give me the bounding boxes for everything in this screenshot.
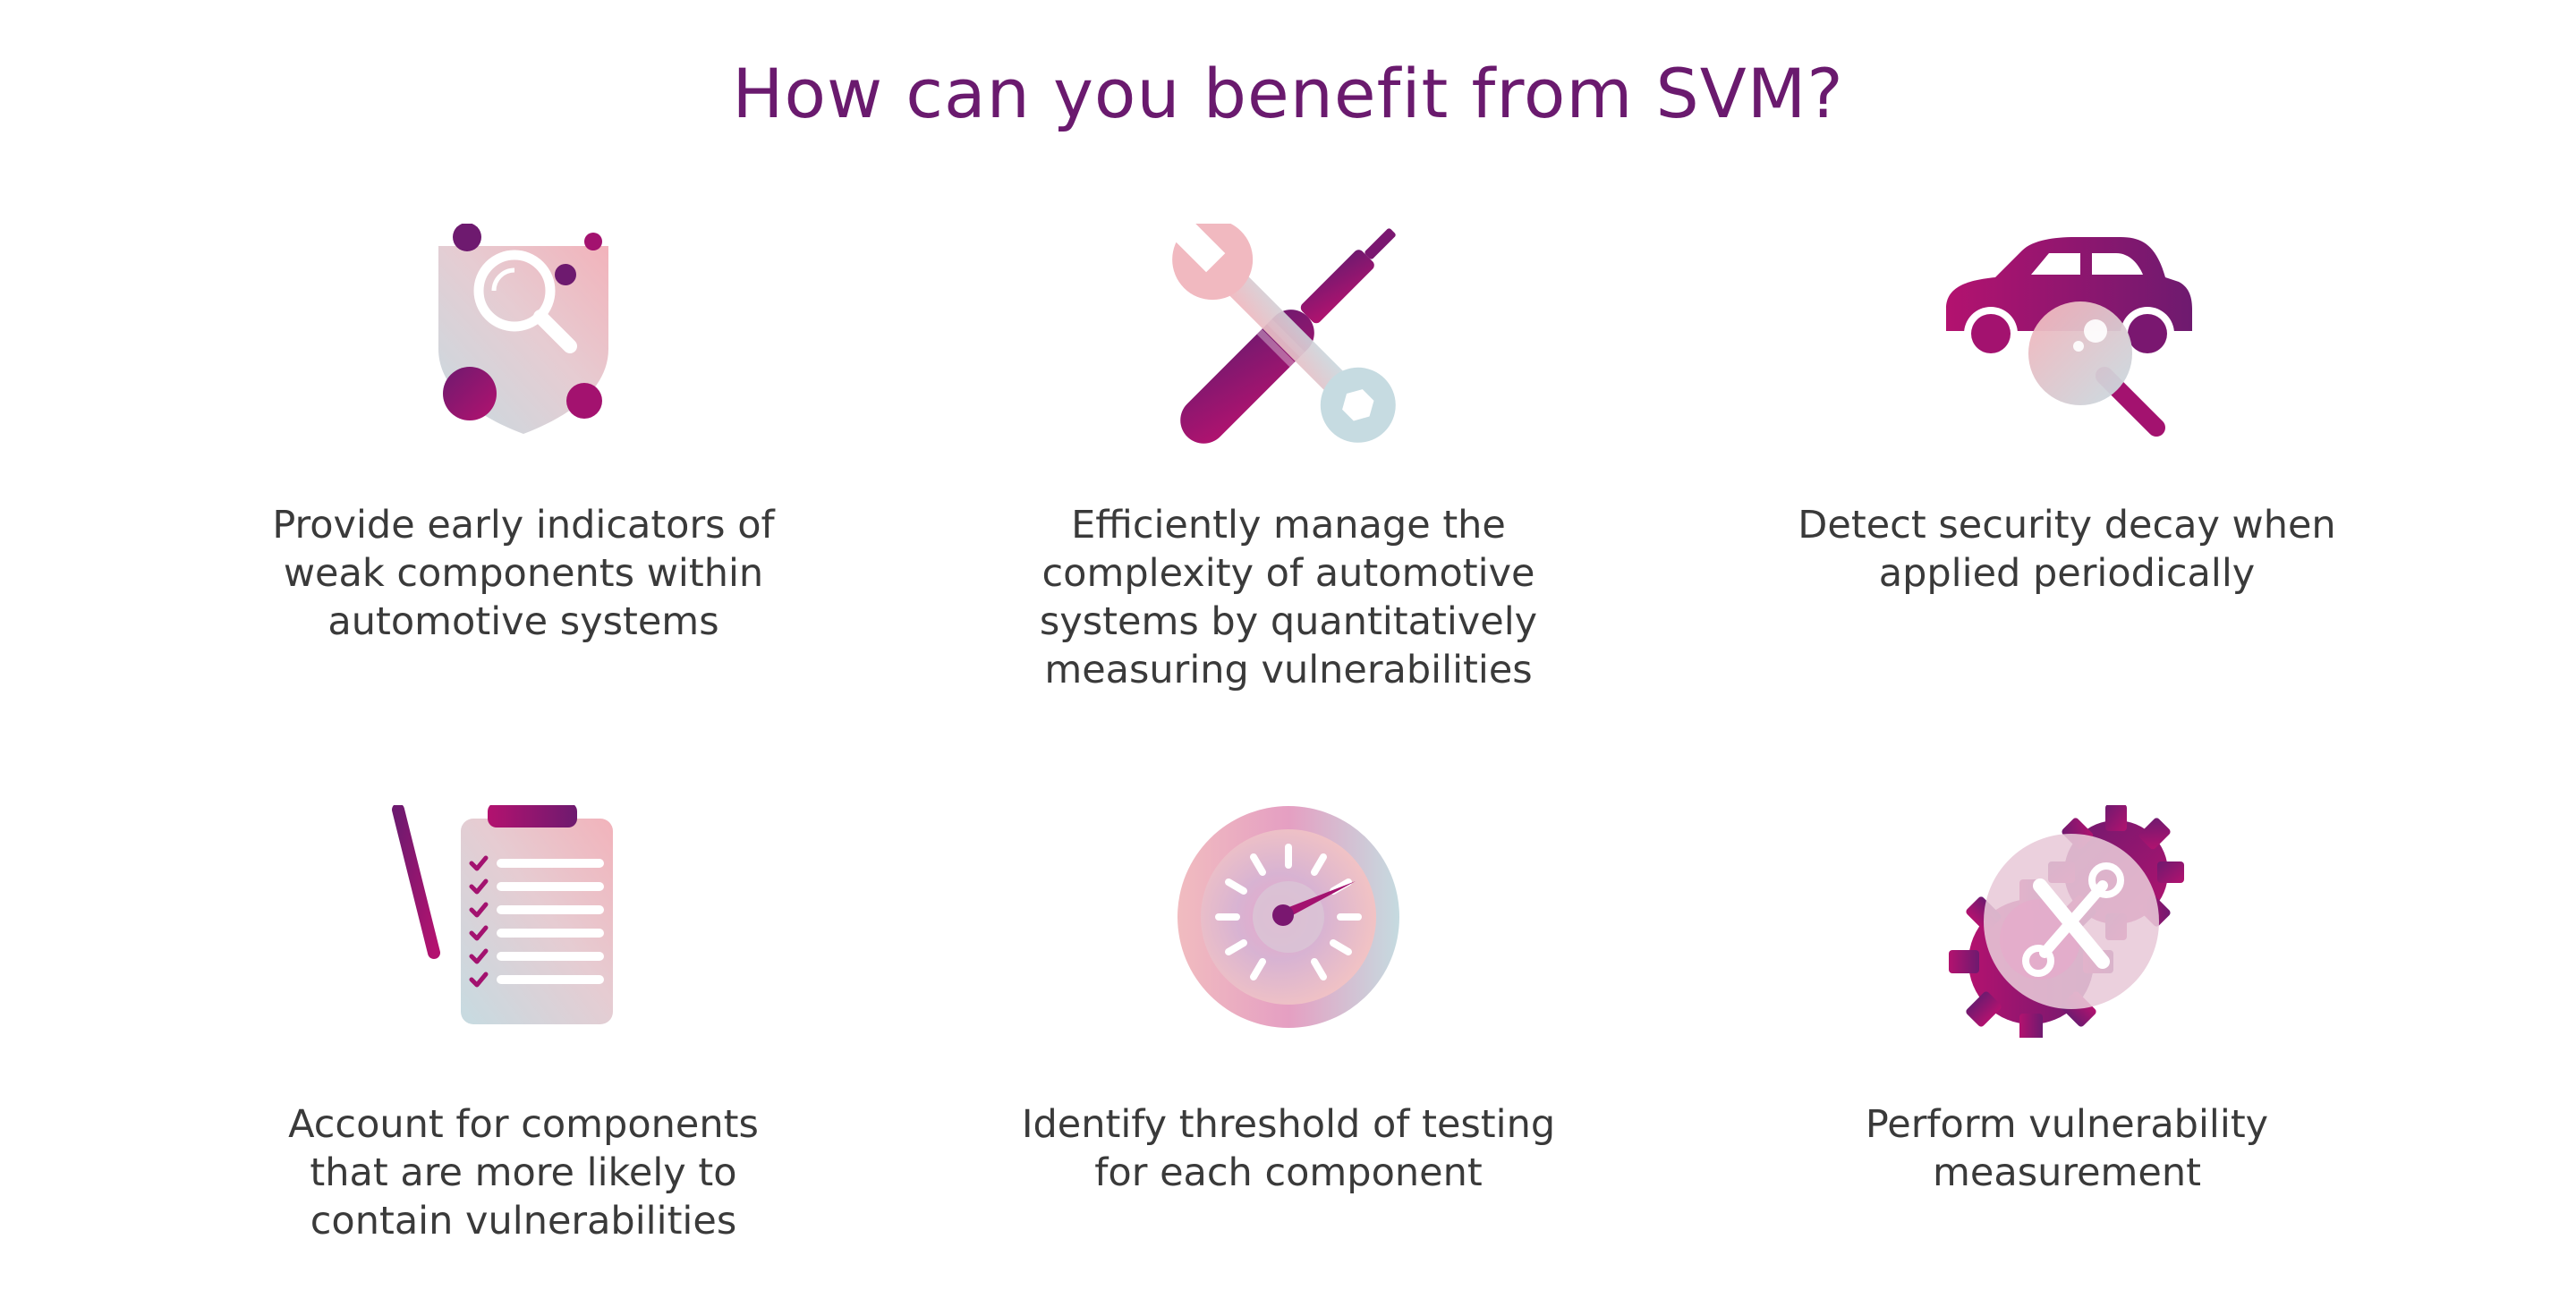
benefit-manage-complexity: Efficiently manage the complexity of aut… [948,215,1628,707]
clipboard-checklist-icon [183,802,863,1033]
page-title: How can you benefit from SVM? [732,54,1844,133]
benefit-caption: Perform vulnerability measurement [1865,1102,2269,1195]
wrench-screwdriver-icon [948,215,1628,461]
benefit-testing-threshold: Identify threshold of testing for each c… [948,805,1628,1199]
speedometer-gauge-icon [948,805,1628,1042]
shield-magnifier-icon [183,223,863,443]
benefit-caption: Provide early indicators of weak compone… [272,503,775,644]
benefit-caption: Account for components that are more lik… [288,1102,759,1243]
benefit-security-decay: Detect security decay when applied perio… [1727,224,2407,608]
car-magnifier-icon [1727,224,2407,461]
gear-tools-icon [1727,804,2407,1044]
benefit-caption: Efficiently manage the complexity of aut… [1039,503,1538,692]
benefit-likely-vulnerable: Account for components that are more lik… [183,802,863,1252]
benefit-early-indicators: Provide early indicators of weak compone… [183,223,863,653]
benefit-caption: Detect security decay when applied perio… [1798,503,2336,596]
benefit-vulnerability-measurement: Perform vulnerability measurement [1727,804,2407,1199]
benefit-caption: Identify threshold of testing for each c… [1021,1102,1556,1195]
